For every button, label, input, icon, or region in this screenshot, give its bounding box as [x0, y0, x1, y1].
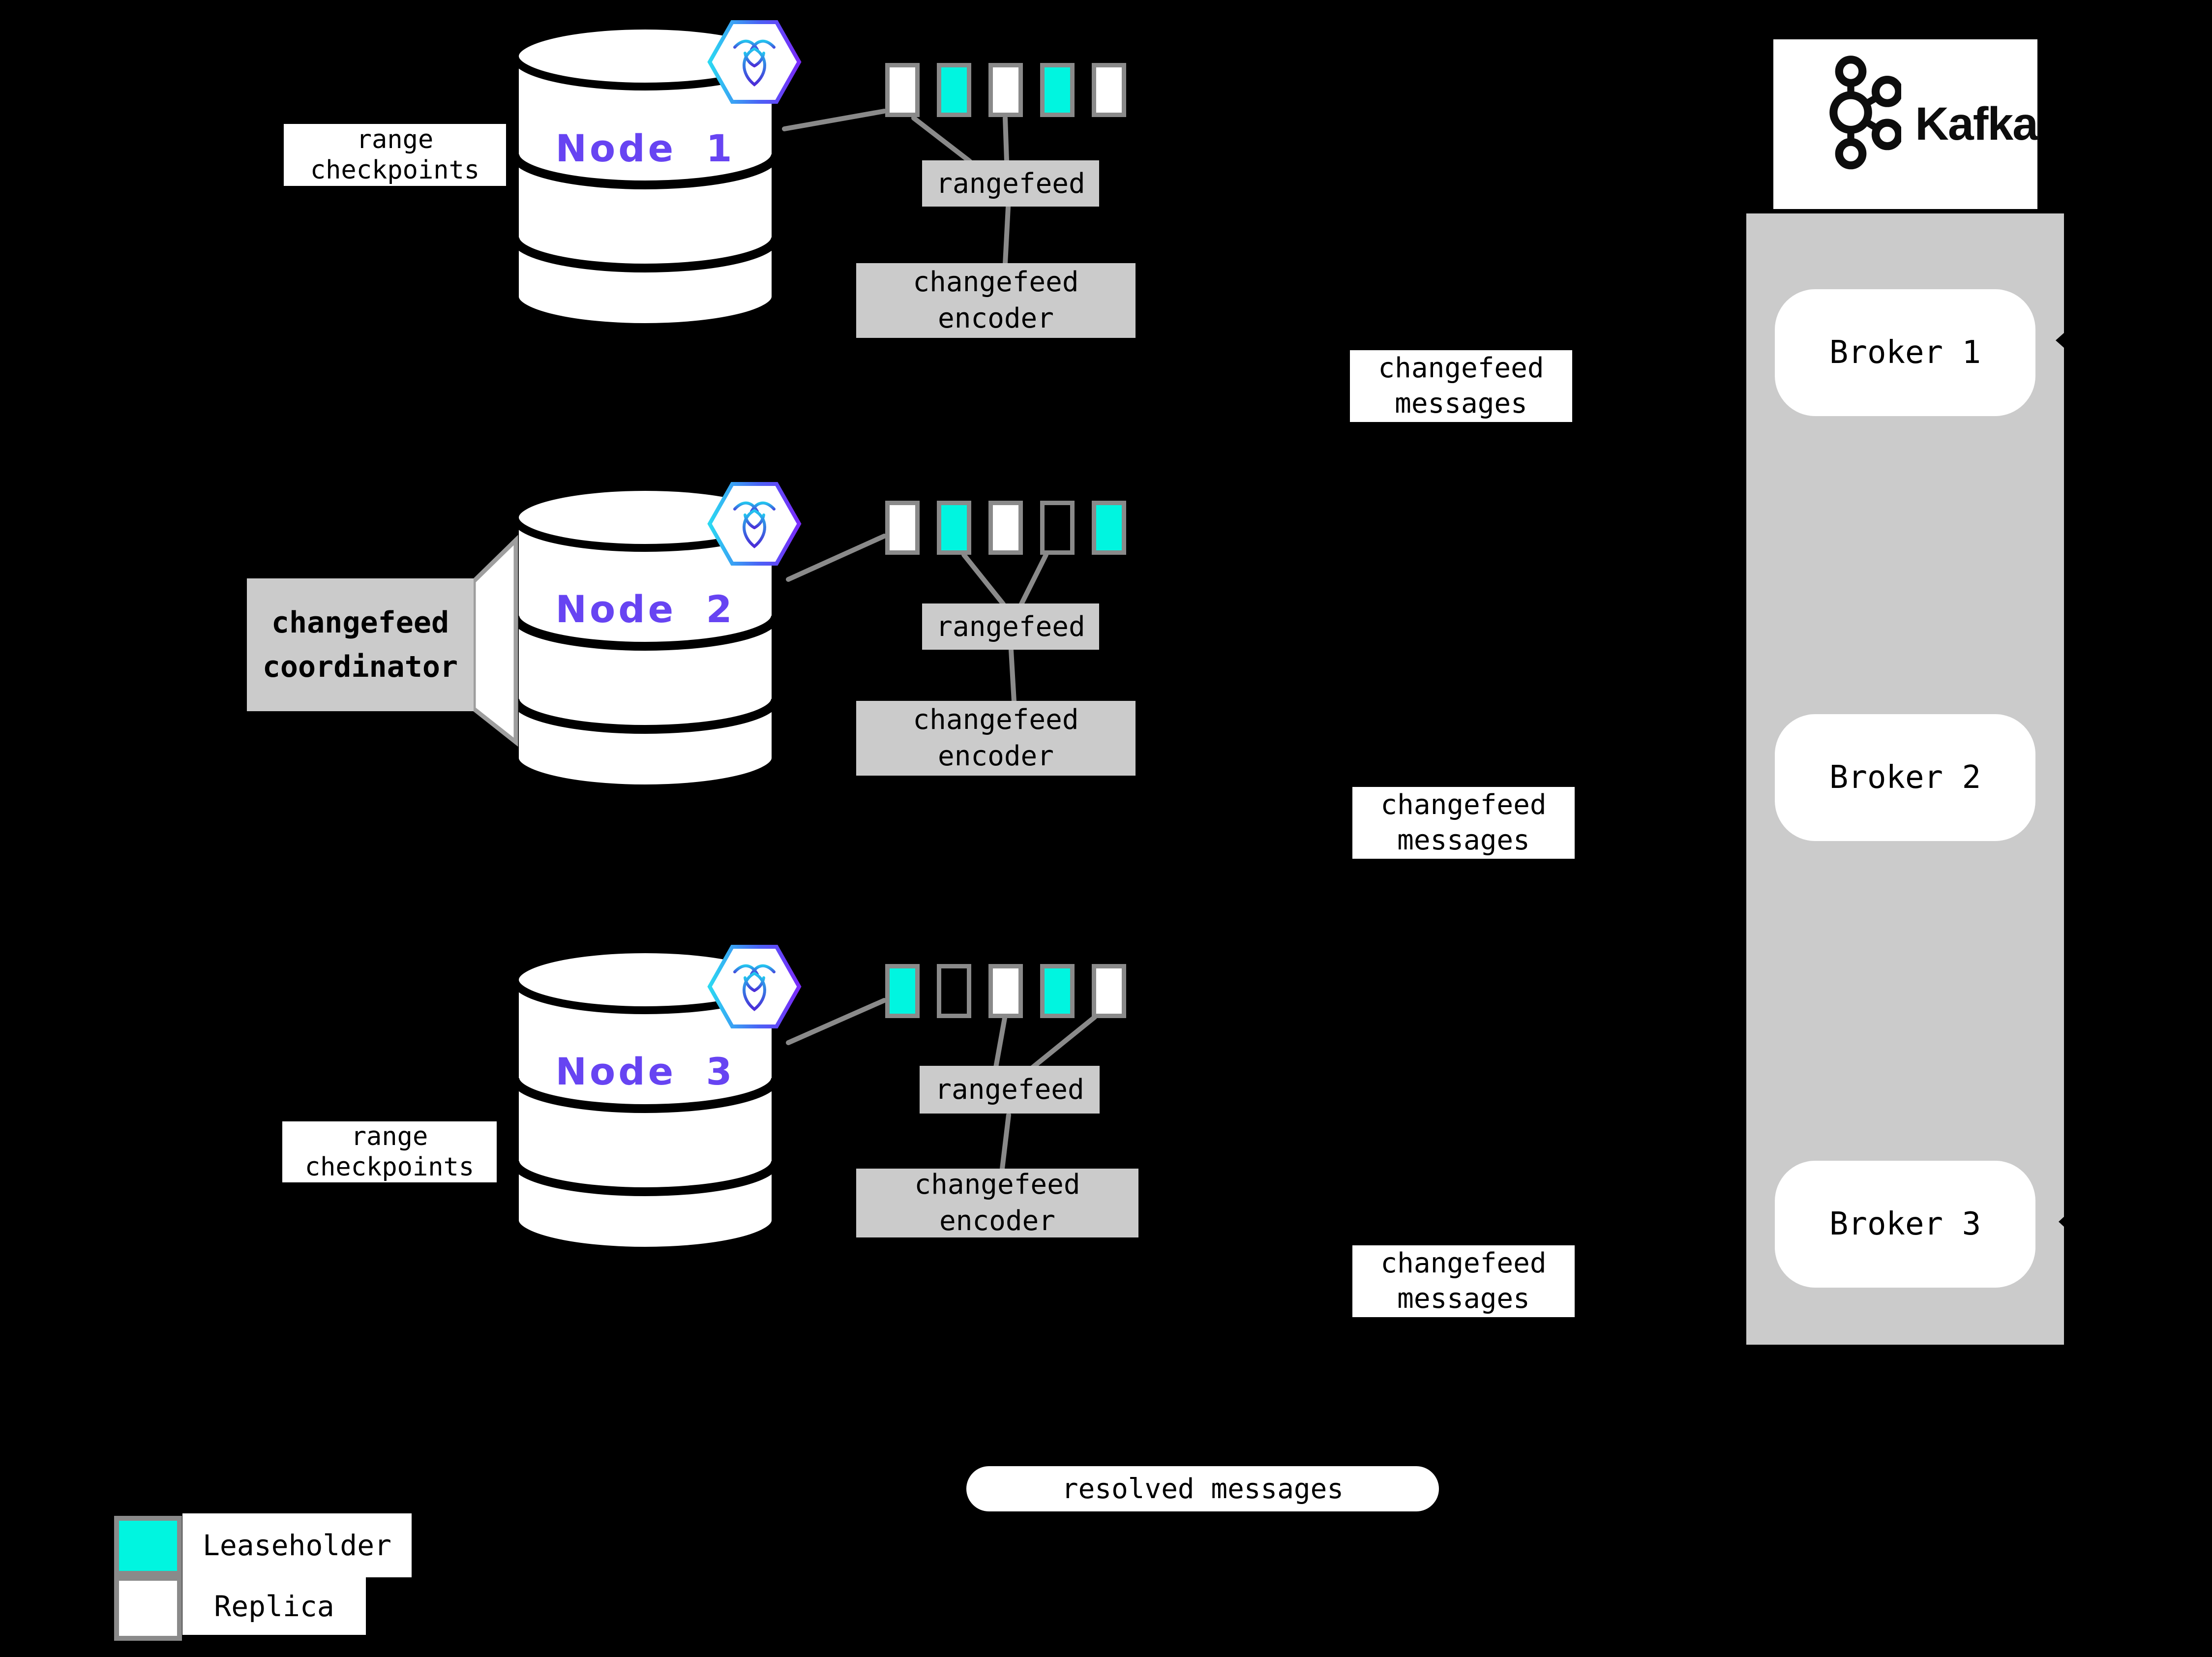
label-text: coordinator — [262, 650, 458, 684]
rangefeed-box-node1: rangefeed — [922, 160, 1099, 207]
range-square-replica — [1092, 964, 1126, 1018]
label-text: range — [351, 1122, 428, 1151]
node-3-ranges — [885, 964, 1126, 1018]
range-square-replica — [988, 63, 1023, 117]
label-text: changefeed — [1380, 789, 1547, 821]
node-1-ranges — [885, 63, 1126, 117]
label-text: range — [356, 125, 434, 154]
changefeed-messages-label-2: changefeed messages — [1352, 787, 1575, 859]
range-square-replica — [988, 964, 1023, 1018]
rangefeed-box-node2: rangefeed — [922, 603, 1099, 650]
broker-2-box: Broker 2 — [1775, 714, 2035, 841]
changefeed-messages-label-3: changefeed messages — [1352, 1245, 1575, 1317]
label-text: changefeed — [1378, 352, 1544, 384]
range-checkpoints-label-top: range checkpoints — [284, 124, 506, 186]
range-square-none — [1040, 501, 1075, 555]
label-text: messages — [1397, 824, 1530, 856]
label-text: changefeed — [1380, 1247, 1547, 1279]
broker-1-box: Broker 1 — [1775, 289, 2035, 416]
kafka-logo-icon — [1829, 56, 1902, 170]
label-text: changefeed — [913, 266, 1079, 298]
label-text: changefeed — [914, 1169, 1080, 1201]
kafka-wordmark: Kafka — [1915, 98, 2038, 150]
kafka-logo-box: Kafka — [1773, 39, 2038, 209]
node-3-label: Node 3 — [555, 1049, 735, 1093]
changefeed-coordinator-box: changefeed coordinator — [247, 578, 474, 711]
label-text: encoder — [937, 740, 1054, 772]
changefeed-messages-label-1: changefeed messages — [1350, 350, 1572, 422]
resolved-messages-pill: resolved messages — [966, 1466, 1439, 1511]
arrowhead-broker1-icon — [2056, 332, 2064, 348]
label-text: encoder — [939, 1205, 1055, 1237]
changefeed-encoder-box-node2: changefeed encoder — [856, 701, 1136, 776]
legend-leaseholder-swatch — [114, 1516, 182, 1576]
label-text: changefeed — [913, 704, 1079, 736]
node-1-label: Node 1 — [555, 126, 735, 170]
coordinator-flag-shape — [471, 535, 518, 747]
arrowhead-broker3-icon — [2059, 1216, 2064, 1227]
label-text: checkpoints — [304, 1152, 475, 1182]
changefeed-encoder-box-node1: changefeed encoder — [856, 263, 1136, 338]
node-2-label: Node 2 — [555, 587, 735, 631]
range-square-replica — [988, 501, 1023, 555]
label-text: checkpoints — [310, 155, 480, 185]
label-text: encoder — [937, 302, 1054, 334]
range-square-leaseholder — [937, 63, 971, 117]
rangefeed-box-node3: rangefeed — [920, 1066, 1100, 1114]
legend-replica-label: Replica — [182, 1577, 366, 1635]
range-square-leaseholder — [1092, 501, 1126, 555]
changefeed-encoder-box-node3: changefeed encoder — [856, 1169, 1138, 1237]
label-text: messages — [1397, 1283, 1530, 1315]
broker-3-box: Broker 3 — [1775, 1161, 2035, 1288]
legend-replica-swatch — [114, 1576, 182, 1641]
connector-lines — [782, 109, 1097, 1171]
legend-leaseholder-label: Leaseholder — [182, 1513, 412, 1577]
label-text: messages — [1395, 388, 1527, 420]
range-square-leaseholder — [1040, 964, 1075, 1018]
label-text: changefeed — [271, 605, 449, 640]
range-square-none — [937, 964, 971, 1018]
range-square-replica — [885, 501, 920, 555]
range-square-leaseholder — [937, 501, 971, 555]
range-square-replica — [1092, 63, 1126, 117]
range-square-replica — [885, 63, 920, 117]
range-square-leaseholder — [1040, 63, 1075, 117]
range-square-leaseholder — [885, 964, 920, 1018]
range-checkpoints-label-bottom: range checkpoints — [282, 1121, 497, 1182]
node-2-ranges — [885, 501, 1126, 555]
